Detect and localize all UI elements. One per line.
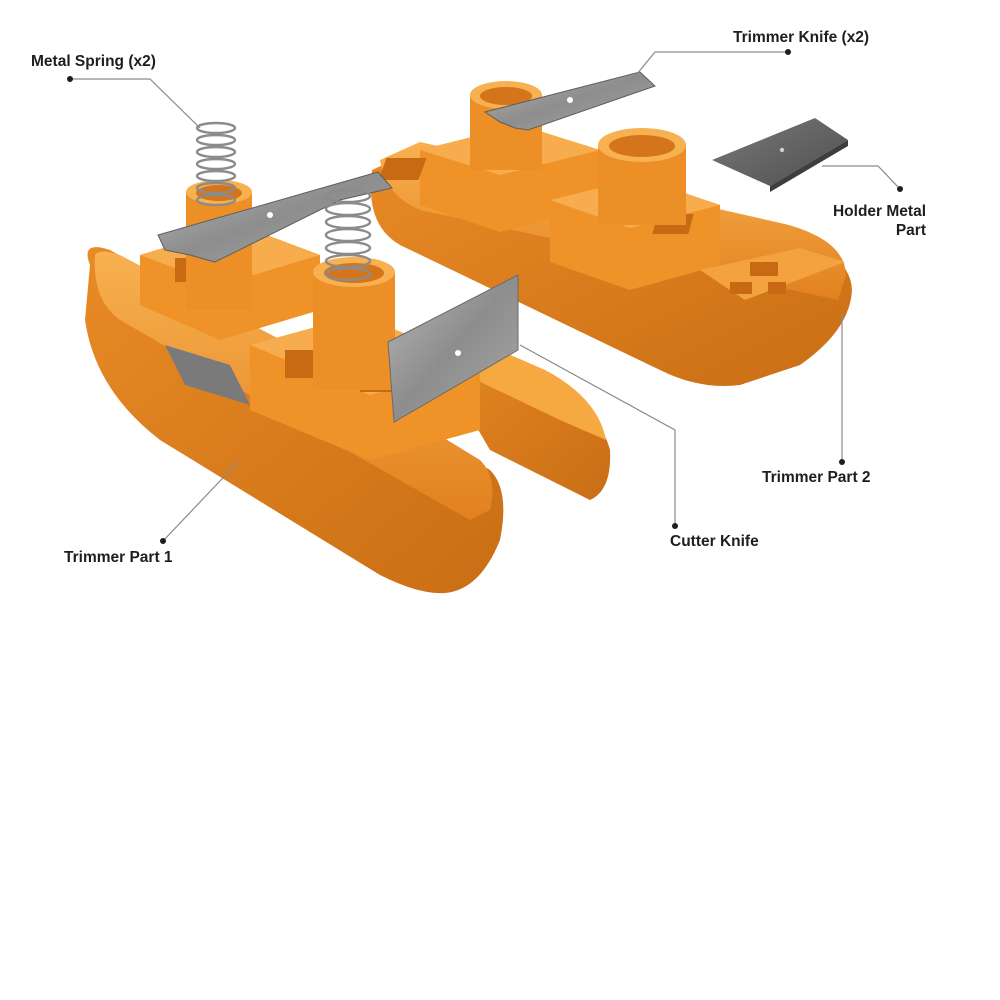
label-trimmer-part-1: Trimmer Part 1 [64,549,173,566]
holder-metal-part [712,118,848,192]
cutter-knife [387,274,519,423]
leader-lines [67,49,903,544]
label-holder-metal-part: Holder Metal Part [812,202,926,240]
label-trimmer-knife: Trimmer Knife (x2) [733,29,870,46]
trimmer-knife-2 [157,171,393,263]
label-holder-metal-part-line1: Holder Metal [832,203,926,220]
label-metal-spring: Metal Spring (x2) [31,53,156,70]
label-trimmer-part-2: Trimmer Part 2 [762,469,871,486]
metal-spring-2 [324,188,372,282]
label-cutter-knife: Cutter Knife [670,533,759,550]
trimmer-knife [483,71,656,131]
label-holder-metal-part-line2: Part [895,222,926,239]
trimmer-part-2 [370,81,852,386]
metal-spring-1 [195,121,237,207]
